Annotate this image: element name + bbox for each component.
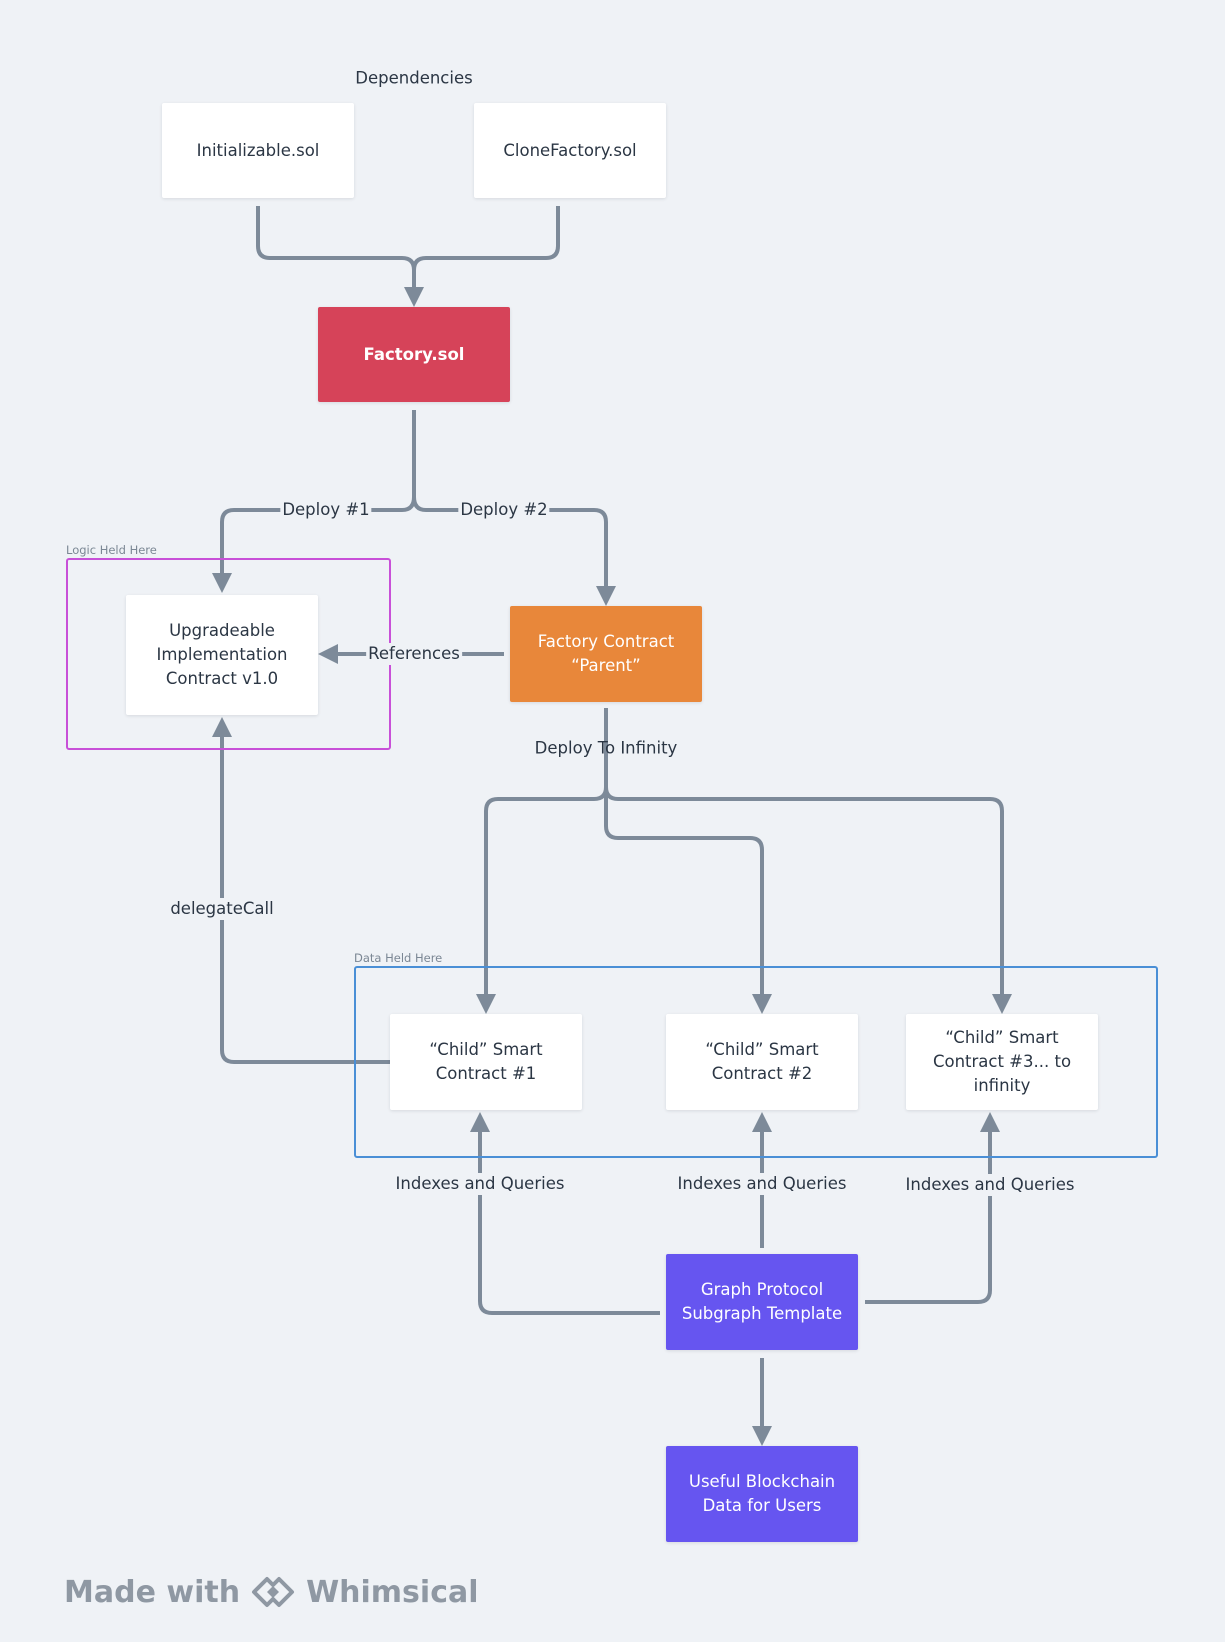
references-label: References [366, 643, 462, 665]
edge-initializable-to-factory [256, 206, 424, 307]
made-with-text: Made with [64, 1574, 241, 1610]
graph-protocol-node[interactable]: Graph Protocol Subgraph Template [666, 1254, 858, 1350]
edge-clonefactory-to-factory [412, 206, 560, 271]
deploy2-label: Deploy #2 [458, 499, 550, 521]
data-group [354, 966, 1158, 1158]
deploy-infinity-label: Deploy To Infinity [534, 738, 678, 758]
factory-contract-parent-node[interactable]: Factory Contract “Parent” [510, 606, 702, 702]
upgradeable-implementation-node[interactable]: Upgradeable Implementation Contract v1.0 [126, 595, 318, 715]
edge-indexes3 [865, 1112, 1000, 1304]
whimsical-logo-icon [250, 1575, 296, 1609]
indexes1-label: Indexes and Queries [393, 1173, 567, 1195]
edge-delegatecall [212, 717, 390, 1064]
edge-deploy-child2 [604, 787, 772, 1014]
child-contract-1-node[interactable]: “Child” Smart Contract #1 [390, 1014, 582, 1110]
clone-factory-node[interactable]: CloneFactory.sol [474, 103, 666, 198]
factory-sol-node[interactable]: Factory.sol [318, 307, 510, 402]
indexes3-label: Indexes and Queries [903, 1174, 1077, 1196]
edge-deploy-child3 [604, 786, 1012, 1014]
indexes2-label: Indexes and Queries [675, 1173, 849, 1195]
edge-deploy2 [412, 496, 616, 606]
logic-group-label: Logic Held Here [66, 543, 157, 557]
useful-blockchain-data-node[interactable]: Useful Blockchain Data for Users [666, 1446, 858, 1542]
data-group-label: Data Held Here [354, 951, 443, 965]
initializable-node[interactable]: Initializable.sol [162, 103, 354, 198]
whimsical-brand-text: Whimsical [306, 1574, 479, 1610]
child-contract-2-node[interactable]: “Child” Smart Contract #2 [666, 1014, 858, 1110]
dependencies-title: Dependencies [355, 68, 473, 88]
child-contract-3-node[interactable]: “Child” Smart Contract #3... to infinity [906, 1014, 1098, 1110]
made-with-whimsical-footer[interactable]: Made with Whimsical [64, 1572, 479, 1612]
edge-indexes1 [470, 1112, 660, 1315]
deploy1-label: Deploy #1 [280, 499, 372, 521]
delegatecall-label: delegateCall [168, 898, 276, 920]
